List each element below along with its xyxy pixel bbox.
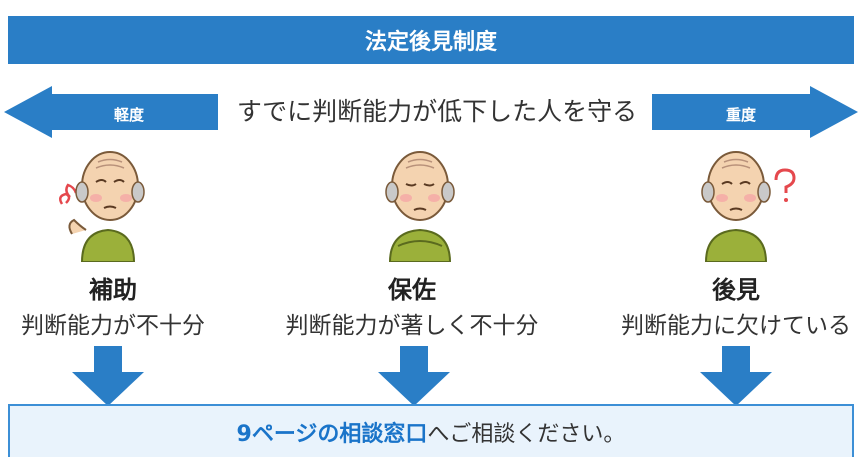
page-title: 法定後見制度 (364, 30, 497, 55)
mild-label: 軽度 (114, 106, 145, 124)
severe-arrow: 重度 (652, 86, 858, 142)
level-desc-koken: 判断能力に欠けている (621, 313, 851, 339)
consultation-message: へご相談ください。 (427, 421, 626, 447)
level-name-hosa: 保佐 (388, 276, 436, 304)
down-arrow-icon (72, 346, 144, 410)
level-desc-hojo: 判断能力が不十分 (21, 313, 205, 339)
elderly-man-confused-illustration (48, 142, 168, 266)
level-name-hojo: 補助 (89, 276, 137, 304)
level-name-koken: 後見 (712, 276, 760, 304)
mild-arrow: 軽度 (4, 86, 218, 142)
down-arrow-icon (378, 346, 450, 410)
elderly-man-thinking-illustration (360, 142, 480, 266)
right-arrow-icon (652, 86, 858, 138)
question-mark-icon (774, 168, 796, 193)
subtitle: すでに判断能力が低下した人を守る (236, 97, 638, 126)
level-desc-hosa: 判断能力が著しく不十分 (285, 313, 539, 339)
consultation-box: 9ページの相談窓口へご相談ください。 (8, 404, 854, 457)
consultation-window-link[interactable]: 9ページの相談窓口 (236, 421, 428, 447)
severe-label: 重度 (726, 106, 757, 124)
title-banner: 法定後見制度 (8, 16, 854, 64)
left-arrow-icon (4, 86, 218, 138)
down-arrow-icon (700, 346, 772, 410)
elderly-man-puzzled-illustration (676, 142, 806, 266)
